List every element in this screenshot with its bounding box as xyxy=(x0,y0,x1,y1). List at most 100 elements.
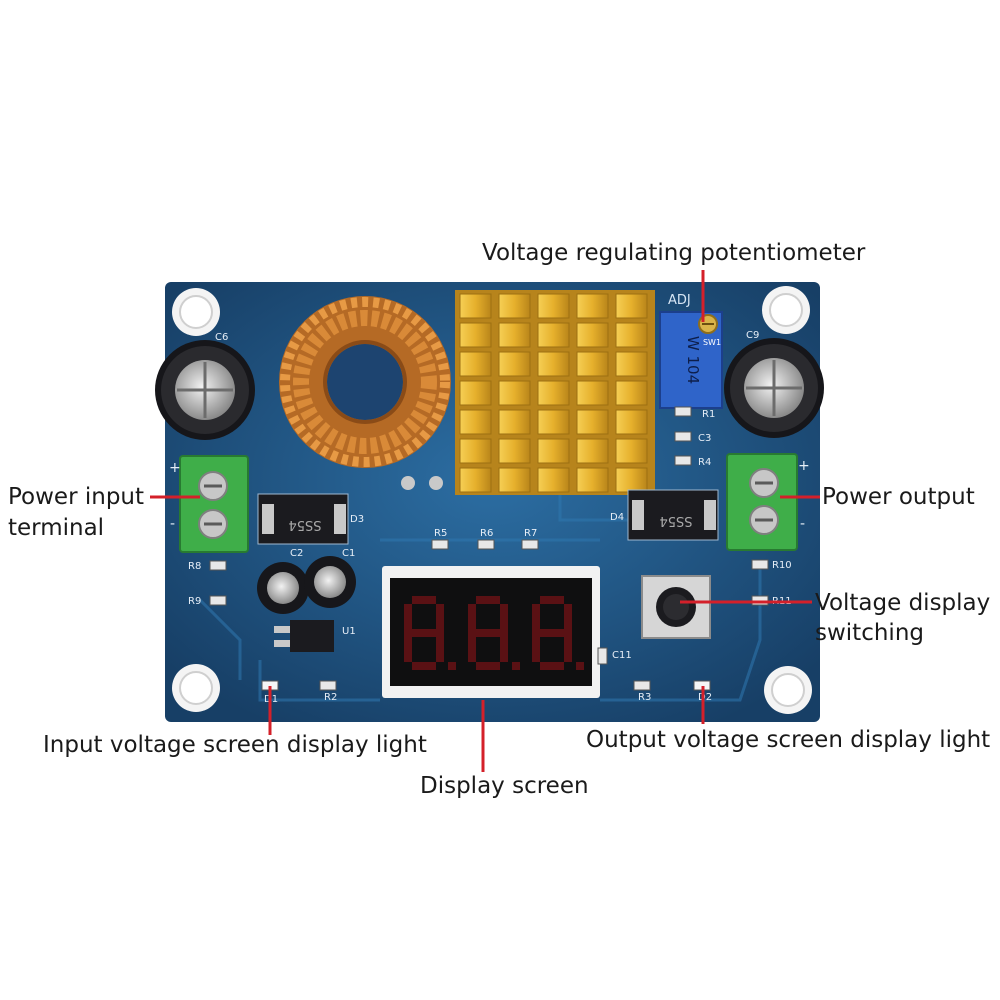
label-r3: R3 xyxy=(638,692,651,703)
digit-segment xyxy=(540,662,564,670)
potentiometer: W 104 SW1 xyxy=(659,311,723,409)
digit-segment xyxy=(468,604,476,633)
heatsink-fin xyxy=(576,351,609,377)
digit-segment xyxy=(436,633,444,662)
callout-potentiometer: Voltage regulating potentiometer xyxy=(482,240,866,266)
callout-voltage-switch-line2: switching xyxy=(815,620,924,646)
callout-output-light: Output voltage screen display light xyxy=(586,727,991,753)
pot-marking-text: W 104 xyxy=(684,336,702,384)
seven-segment-display xyxy=(382,566,600,698)
label-r1: R1 xyxy=(702,409,715,420)
mounting-hole-top-left xyxy=(172,288,220,336)
label-u1: U1 xyxy=(342,626,356,637)
label-d4: D4 xyxy=(610,512,624,523)
heatsink-fin xyxy=(576,438,609,464)
digit-segment xyxy=(404,604,412,633)
heatsink-fin xyxy=(576,409,609,435)
heatsink-fin xyxy=(615,409,648,435)
voltage-switch-button xyxy=(641,575,711,639)
callout-power-output: Power output xyxy=(822,484,975,510)
output-terminal-block xyxy=(726,453,798,551)
heatsink-fin xyxy=(537,380,570,406)
mounting-hole-bottom-left xyxy=(172,664,220,712)
digit-segment xyxy=(476,629,500,637)
digit-segment xyxy=(468,633,476,662)
adj-label: ADJ xyxy=(668,293,691,308)
heatsink-fin xyxy=(537,351,570,377)
heatsink-fin xyxy=(459,438,492,464)
label-c1: C1 xyxy=(342,548,355,559)
digit-segment xyxy=(564,604,572,633)
callout-power-input-line2: terminal xyxy=(8,515,105,541)
callout-input-light: Input voltage screen display light xyxy=(43,732,427,758)
heatsink-fin xyxy=(459,467,492,493)
digit-segment xyxy=(500,604,508,633)
label-r8: R8 xyxy=(188,561,201,572)
heatsink-fin xyxy=(459,409,492,435)
callout-voltage-switch-line1: Voltage display xyxy=(815,590,991,616)
digit-decimal-point xyxy=(448,662,456,670)
heatsink xyxy=(455,290,655,495)
heatsink-fin xyxy=(537,409,570,435)
regulator-u1 xyxy=(274,620,334,652)
label-c11: C11 xyxy=(612,650,632,661)
heatsink-fin xyxy=(576,380,609,406)
smd-parts xyxy=(209,406,769,691)
label-in-minus: - xyxy=(170,516,175,532)
digit-segment xyxy=(532,633,540,662)
digit-segment xyxy=(500,633,508,662)
label-in-plus: + xyxy=(169,460,181,476)
digit-segment xyxy=(476,596,500,604)
heatsink-fin xyxy=(615,438,648,464)
heatsink-fin xyxy=(498,467,531,493)
pointer-lines xyxy=(150,270,820,772)
pot-sw-text: SW1 xyxy=(703,338,721,347)
label-r10: R10 xyxy=(772,560,792,571)
mounting-hole-bottom-right xyxy=(764,666,812,714)
capacitor-c9 xyxy=(724,338,824,438)
heatsink-fin xyxy=(459,322,492,348)
digit-segment xyxy=(412,629,436,637)
digit-segment xyxy=(404,633,412,662)
label-r5: R5 xyxy=(434,528,447,539)
heatsink-fin xyxy=(615,322,648,348)
label-d3: D3 xyxy=(350,514,364,525)
heatsink-fin xyxy=(498,409,531,435)
callout-display-screen: Display screen xyxy=(420,773,589,799)
diode-d4: SS54 xyxy=(627,489,719,541)
digit-segment xyxy=(564,633,572,662)
heatsink-fin xyxy=(498,438,531,464)
digit-segment xyxy=(476,662,500,670)
digit-decimal-point xyxy=(576,662,584,670)
heatsink-fin xyxy=(459,351,492,377)
heatsink-fin xyxy=(615,351,648,377)
test-pad xyxy=(429,476,443,490)
input-terminal-block xyxy=(179,455,249,553)
digit-decimal-point xyxy=(512,662,520,670)
heatsink-fin xyxy=(498,322,531,348)
label-r2: R2 xyxy=(324,692,337,703)
digit-segment xyxy=(436,604,444,633)
heatsink-fin xyxy=(576,322,609,348)
heatsink-fin xyxy=(615,293,648,319)
diode-d4-marking: SS54 xyxy=(659,513,692,528)
digit-segment xyxy=(532,604,540,633)
label-r7: R7 xyxy=(524,528,537,539)
label-out-plus: + xyxy=(798,458,810,474)
capacitor-c6 xyxy=(155,340,255,440)
heatsink-fin xyxy=(537,467,570,493)
heatsink-fin xyxy=(615,380,648,406)
capacitor-c1 xyxy=(304,556,356,608)
heatsink-fin xyxy=(537,438,570,464)
label-c2: C2 xyxy=(290,548,303,559)
callout-power-input-line1: Power input xyxy=(8,484,145,510)
label-c6: C6 xyxy=(215,332,228,343)
heatsink-fin xyxy=(537,293,570,319)
heatsink-fin xyxy=(498,293,531,319)
label-r4: R4 xyxy=(698,457,711,468)
heatsink-fin xyxy=(537,322,570,348)
heatsink-fin xyxy=(498,380,531,406)
digit-segment xyxy=(412,596,436,604)
label-r6: R6 xyxy=(480,528,493,539)
